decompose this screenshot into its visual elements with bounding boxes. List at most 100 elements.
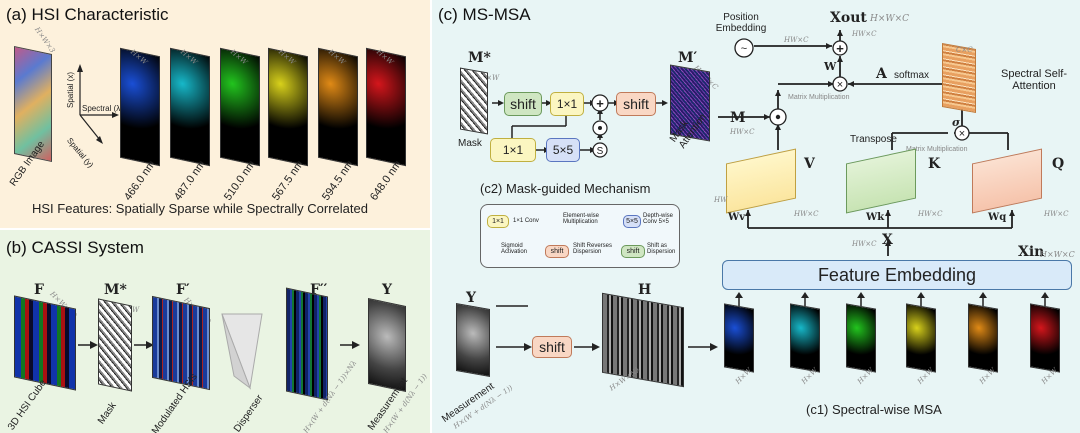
axis-l-label: Spectral (λ) (82, 104, 123, 113)
up-arrow-icon (1041, 292, 1049, 306)
band-wavelength: 567.5 nm (270, 158, 307, 203)
matmul-label-1: Matrix Multiplication (788, 94, 850, 101)
disperser-icon (221, 313, 263, 390)
arrow-icon (688, 343, 718, 351)
M-star-symbol: M* (104, 282, 127, 298)
band-wavelength: 594.5 nm (320, 158, 357, 203)
hw-label: HW (714, 196, 728, 204)
conv5x5-box: 5×5 (546, 138, 580, 162)
band-image (120, 47, 160, 167)
W-symbol: W (824, 60, 837, 73)
svg-text:×: × (837, 79, 843, 91)
F-label: 3D HSI Cube (6, 377, 49, 433)
shift-box-bottom: shift (532, 336, 572, 358)
band-image (220, 47, 260, 167)
panel-c-title: (c) MS-MSA (438, 5, 531, 24)
feature-embedding-box: Feature Embedding (722, 260, 1072, 290)
bottom-links (496, 305, 528, 307)
q-hwc: HW×C (1044, 210, 1069, 218)
xout-dim: H×W×C (870, 14, 910, 24)
M-label: Mask (96, 400, 119, 427)
mask-label: Mask (458, 138, 482, 149)
softmax-label: softmax (894, 70, 930, 81)
legend-srd-swatch: shift (545, 245, 569, 258)
k-hwc: HW×C (918, 210, 943, 218)
Q-symbol: Q (1052, 156, 1065, 172)
arrow-icon (574, 343, 600, 351)
band-image (318, 47, 358, 167)
sigmoid-icon: S (597, 146, 604, 157)
legend-box: 1×1 1×1 Conv Element-wise Multiplication… (480, 204, 680, 268)
hsi-features-text: HSI Features: Spatially Sparse while Spe… (32, 201, 368, 216)
output-band-image (846, 303, 876, 373)
Y-symbol: Y (466, 290, 476, 306)
xout-symbol: Xout (830, 10, 867, 26)
shift-box-orange: shift (616, 92, 656, 116)
legend-srd: Shift Reverses Dispersion (573, 243, 613, 255)
xout-hwc: HW×C (852, 30, 877, 38)
A-symbol: A (876, 66, 887, 82)
panel-ms-msa: (c) MS-MSA M* H×W Mask (432, 0, 1080, 433)
c2-caption: (c2) Mask-guided Mechanism (480, 181, 651, 196)
svg-text:+: + (596, 96, 604, 111)
panel-hsi-characteristic: (a) HSI Characteristic H×W×3 RGB Image S… (0, 0, 430, 228)
Xin-dim: H×W×C (1040, 250, 1075, 259)
legend-dw-swatch: 5×5 (623, 215, 641, 228)
band-image (268, 47, 308, 167)
Wk-symbol: Wk (866, 212, 885, 223)
band-image (170, 47, 210, 167)
legend-sad: Shift as Dispersion (647, 243, 676, 255)
dispersed-cube (286, 287, 328, 401)
modulated-cube (152, 295, 210, 391)
svg-text:+: + (836, 41, 844, 56)
output-band-image (790, 303, 820, 373)
axis-x-label: Spatial (x) (66, 71, 75, 108)
output-band-image (968, 303, 998, 373)
arrow-icon (496, 343, 532, 351)
up-arrow-icon (801, 292, 809, 306)
output-band-image (724, 303, 754, 373)
hsi-cube (14, 295, 76, 391)
legend-ew: Element-wise Multiplication (563, 213, 600, 225)
up-arrow-icon (917, 292, 925, 306)
disperser-label: Disperser (232, 392, 266, 433)
panel-b-title: (b) CASSI System (6, 238, 144, 257)
M-symbol: M (730, 110, 746, 126)
legend-sad-swatch: shift (621, 245, 645, 258)
mask-symbol: M* (468, 50, 491, 66)
transpose-label: Transpose (850, 134, 897, 145)
up-arrow-icon (857, 292, 865, 306)
conv1x1-box-2: 1×1 (490, 138, 536, 162)
matmul-label-2: Matrix Multiplication (906, 146, 968, 153)
band-image (366, 47, 406, 167)
legend-dw: Depth-wise Conv 5×5 (643, 213, 674, 225)
M-dim: HW×C (730, 128, 755, 136)
panel-a-title: (a) HSI Characteristic (6, 5, 169, 24)
svg-text:~: ~ (741, 43, 747, 55)
H-stack (602, 292, 684, 388)
output-band-image (906, 303, 936, 373)
mask-image (98, 298, 132, 392)
c1-caption: (c1) Spectral-wise MSA (806, 402, 942, 417)
legend-sig: Sigmoid Activation (501, 243, 528, 255)
svg-text:×: × (959, 128, 965, 140)
F-prime-symbol: F′ (176, 282, 190, 298)
Xin-symbol: Xin (1018, 244, 1045, 260)
band-wavelength: 487.0 nm (172, 158, 209, 203)
Y-symbol: Y (382, 282, 392, 298)
Wv-symbol: Wv (728, 212, 746, 223)
pos-hwc: HW×C (784, 36, 809, 44)
spectral-sa-label: Spectral Self-Attention (1000, 68, 1068, 92)
arrow-icon (134, 341, 154, 349)
H-symbol: H (638, 282, 652, 298)
conv1x1-box: 1×1 (550, 92, 584, 116)
band-wavelength: 648.0 nm (368, 158, 405, 203)
K-symbol: K (928, 156, 941, 172)
X-symbol: X (882, 232, 893, 248)
band-wavelength: 466.0 nm (122, 158, 159, 203)
legend-conv1: 1×1 Conv (513, 218, 539, 224)
pos-emb-label: Position Embedding (715, 12, 767, 34)
output-band-image (1030, 303, 1060, 373)
band-wavelength: 510.0 nm (222, 158, 259, 203)
arrow-icon (340, 341, 360, 349)
